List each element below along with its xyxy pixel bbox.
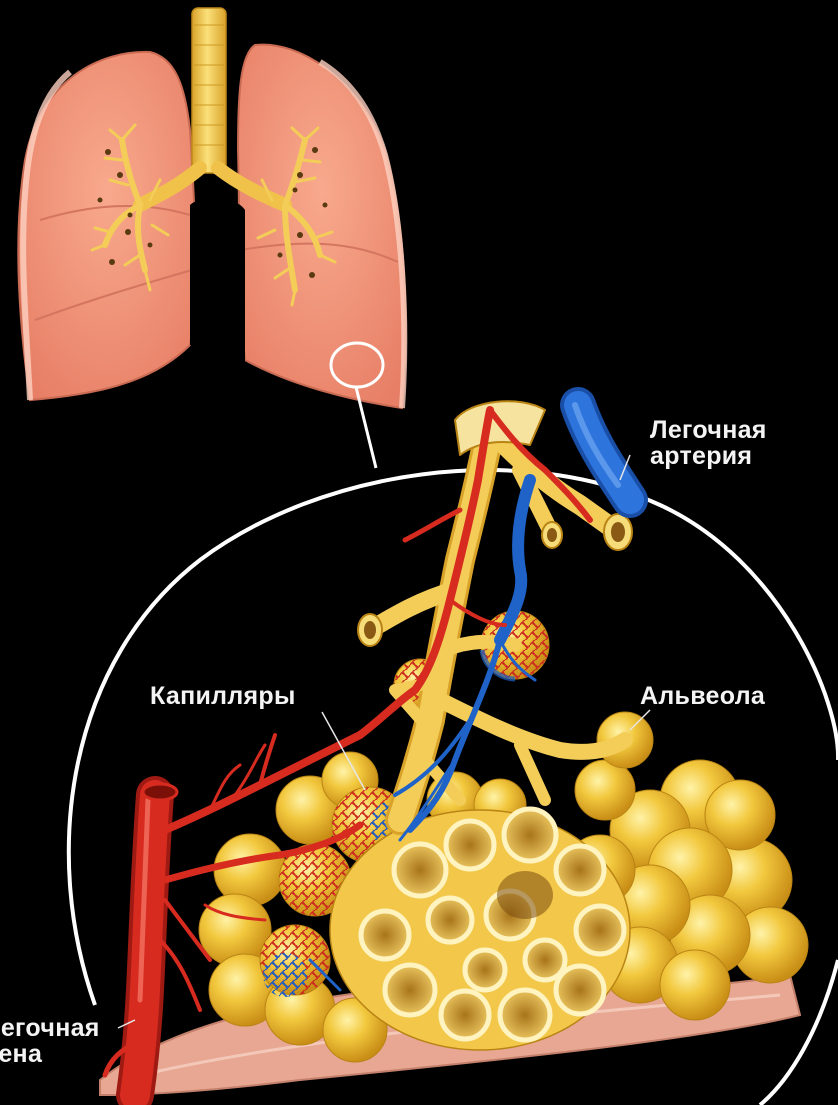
capillaries-label: Капилляры — [150, 683, 296, 709]
pulmonary-vein-label-line1: Легочная — [0, 1015, 120, 1041]
capillaries-label-text: Капилляры — [150, 683, 296, 709]
pulmonary-artery-label-line2: артерия — [650, 443, 767, 469]
alveolus-label: Альвеола — [640, 683, 765, 709]
pulmonary-vein-label-line2: вена — [0, 1041, 120, 1067]
alveolus-label-text: Альвеола — [640, 683, 765, 709]
lungs-icon — [18, 8, 405, 408]
pulmonary-artery-label-line1: Легочная — [650, 417, 767, 443]
pulmonary-vein-label: Легочная вена — [0, 1015, 120, 1067]
pulmonary-artery-label: Легочная артерия — [650, 417, 767, 469]
trachea — [192, 8, 226, 173]
